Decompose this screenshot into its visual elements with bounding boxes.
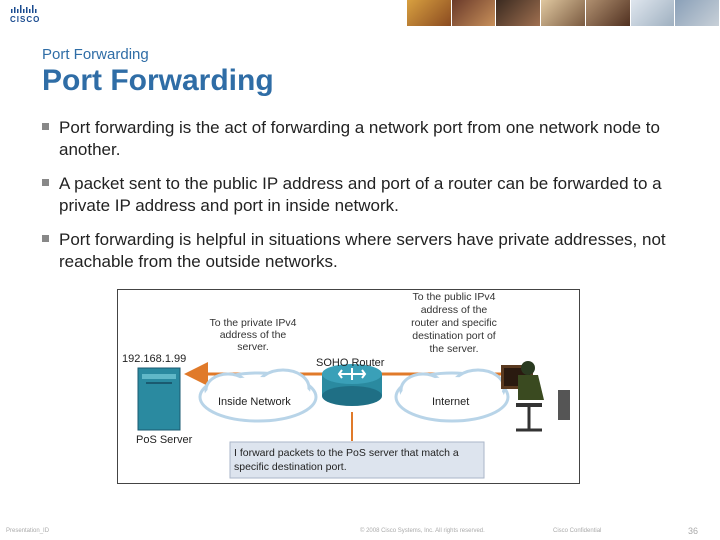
- note-line: address of the: [421, 304, 488, 316]
- logo-text: CISCO: [10, 15, 41, 24]
- bullet-item: A packet sent to the public IP address a…: [42, 173, 682, 217]
- inside-cloud-icon: [198, 368, 318, 423]
- note-line: destination port of: [412, 330, 496, 342]
- bullet-text: Port forwarding is the act of forwarding…: [59, 118, 660, 159]
- bullet-list: Port forwarding is the act of forwarding…: [42, 117, 682, 285]
- footer-presentation-id: Presentation_ID: [6, 528, 50, 534]
- private-address-note: To the private IPv4 address of the serve…: [210, 317, 297, 353]
- cisco-logo: CISCO: [10, 4, 40, 24]
- internet-cloud-label: Internet: [432, 396, 469, 408]
- server-icon: [137, 367, 181, 431]
- banner-photo: [541, 0, 585, 26]
- note-line: To the public IPv4: [413, 291, 496, 303]
- note-line: To the private IPv4: [210, 317, 297, 329]
- remote-user-icon: [501, 361, 570, 432]
- router-label: SOHO Router: [316, 357, 385, 369]
- internet-cloud-icon: [394, 368, 510, 423]
- top-banner: CISCO: [0, 0, 720, 28]
- banner-photo: [630, 0, 675, 26]
- banner-photo: [675, 0, 720, 26]
- banner-photo: [496, 0, 541, 26]
- callout-line: specific destination port.: [234, 461, 347, 473]
- note-line: router and specific: [411, 317, 497, 329]
- banner-photo: [451, 0, 496, 26]
- slide-subtitle: Port Forwarding: [42, 46, 149, 63]
- footer: Presentation_ID © 2008 Cisco Systems, In…: [0, 526, 720, 540]
- public-address-note: To the public IPv4 address of the router…: [411, 291, 497, 355]
- page-number: 36: [688, 526, 699, 536]
- photo-strip: [407, 0, 720, 26]
- bullet-item: Port forwarding is the act of forwarding…: [42, 117, 682, 161]
- bullet-marker: [42, 235, 49, 242]
- banner-photo: [407, 0, 451, 26]
- footer-confidential: Cisco Confidential: [553, 528, 602, 534]
- server-label: PoS Server: [136, 434, 193, 446]
- note-line: server.: [237, 341, 269, 353]
- callout-box: I forward packets to the PoS server that…: [229, 412, 485, 479]
- server-ip: 192.168.1.99: [122, 353, 186, 365]
- bullet-text: A packet sent to the public IP address a…: [59, 174, 662, 215]
- port-forwarding-diagram: 192.168.1.99 PoS Server Inside Network S…: [117, 289, 580, 484]
- inside-cloud-label: Inside Network: [218, 396, 291, 408]
- bullet-marker: [42, 123, 49, 130]
- note-line: address of the: [220, 329, 287, 341]
- banner-photo: [585, 0, 630, 26]
- callout-line: I forward packets to the PoS server that…: [234, 447, 459, 459]
- bullet-marker: [42, 179, 49, 186]
- router-icon: [322, 364, 382, 406]
- bullet-item: Port forwarding is helpful in situations…: [42, 229, 682, 273]
- bullet-text: Port forwarding is helpful in situations…: [59, 230, 666, 271]
- note-line: the server.: [429, 343, 478, 355]
- slide-title: Port Forwarding: [42, 64, 274, 97]
- footer-copyright: © 2008 Cisco Systems, Inc. All rights re…: [360, 528, 485, 534]
